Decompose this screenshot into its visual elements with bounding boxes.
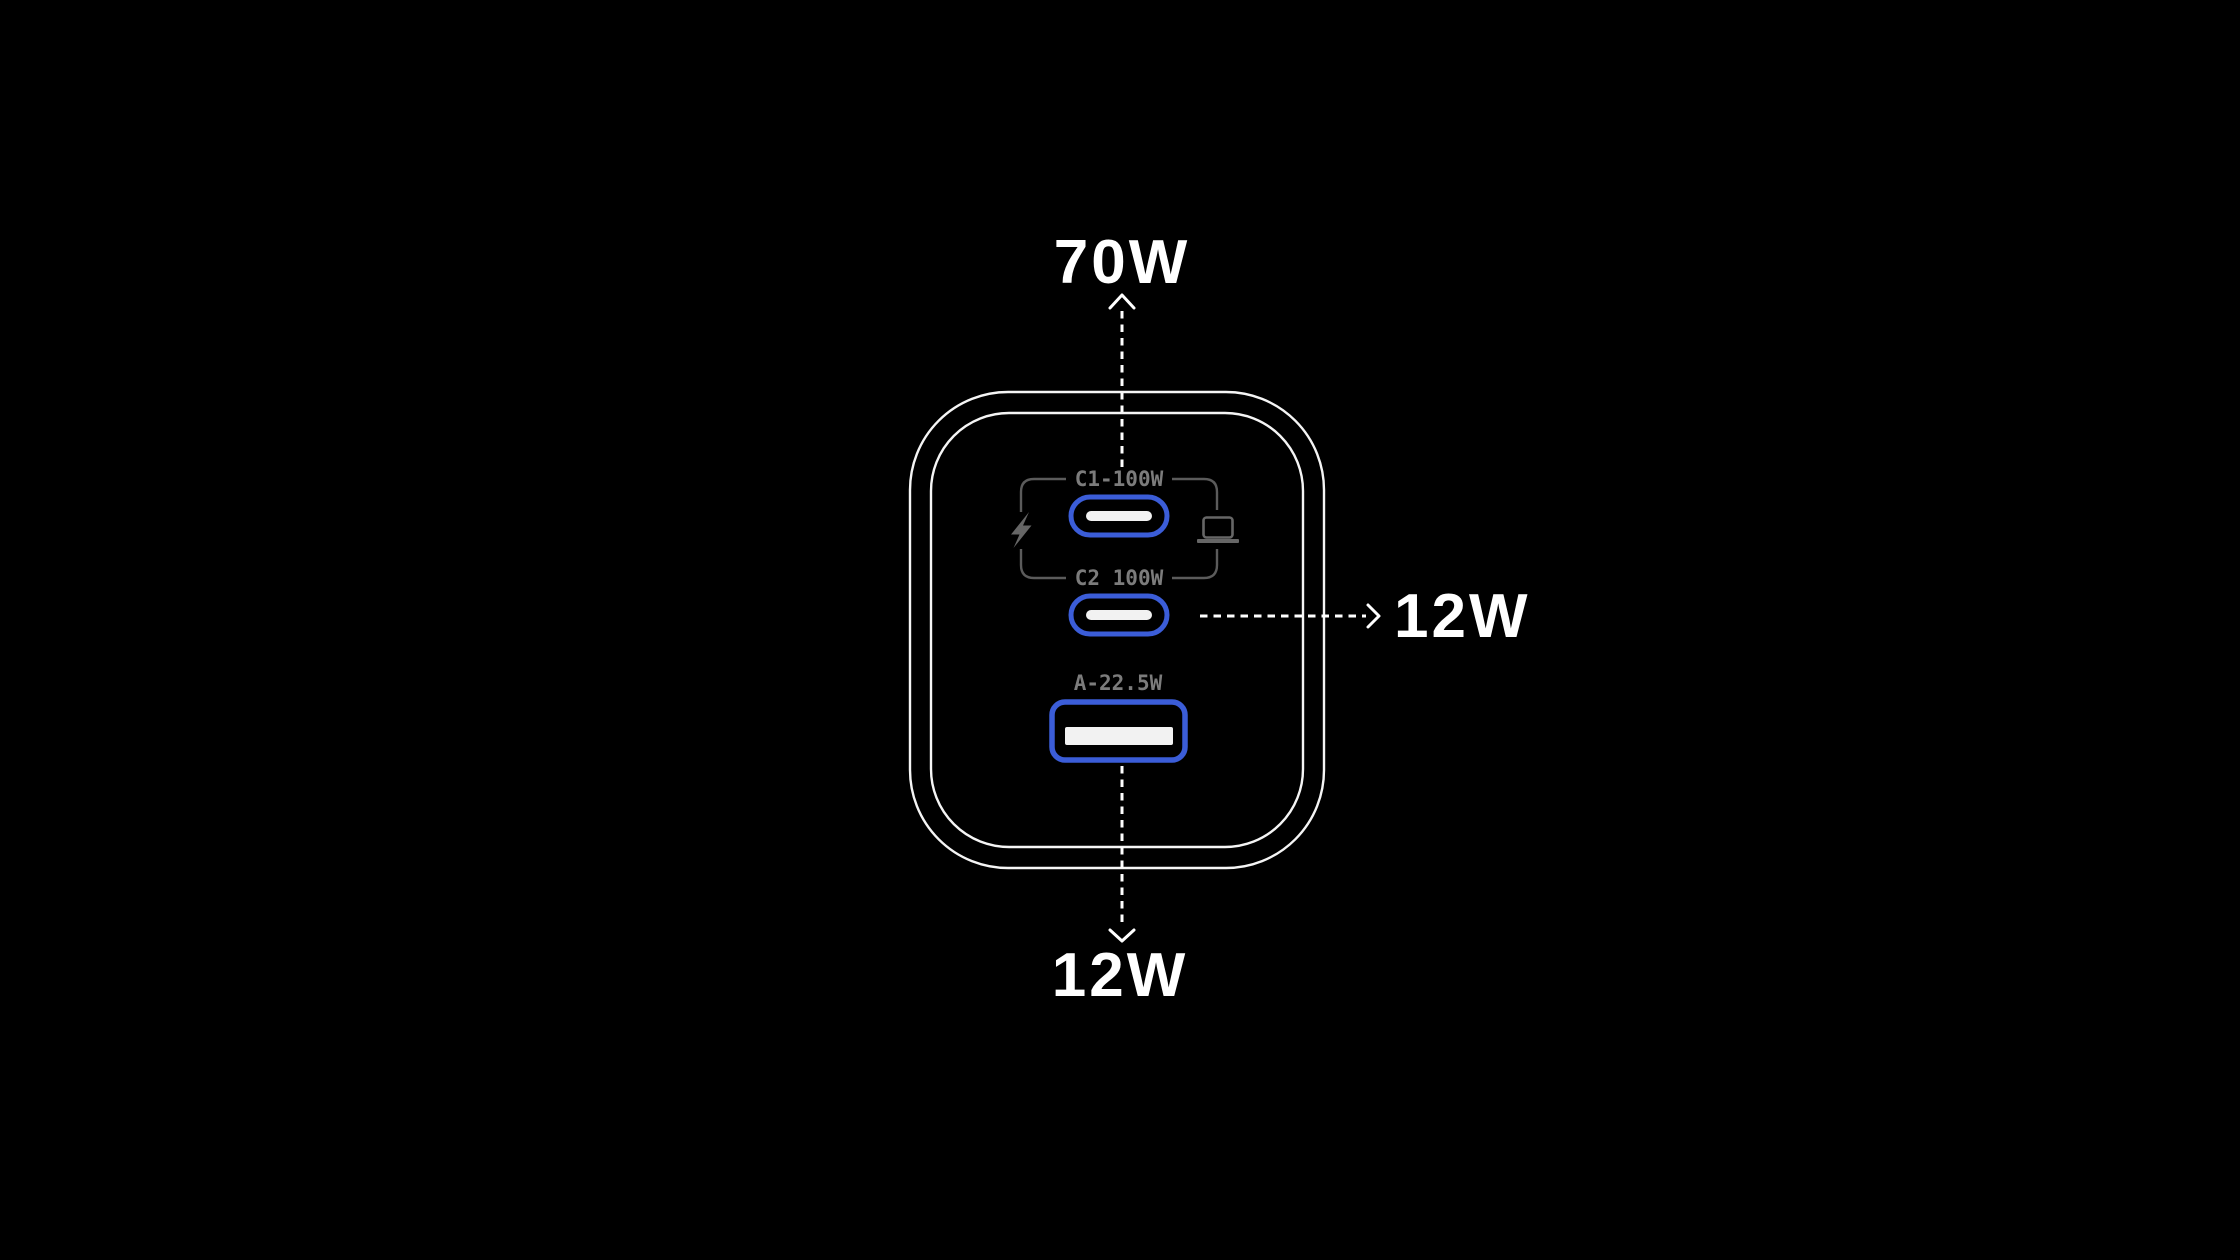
port-c2-label: C2 100W — [1075, 566, 1164, 590]
arrow-right-head-icon — [1366, 603, 1381, 629]
arrow-up-head-icon — [1108, 293, 1136, 310]
port-c1-label: C1-100W — [1075, 467, 1164, 491]
arrow-down-head-icon — [1108, 928, 1136, 943]
bracket-bottom-left — [1019, 549, 1066, 580]
top-wattage-label: 70W — [1054, 228, 1190, 297]
usb-c-port-c1-pin — [1086, 511, 1152, 521]
charger-inner-outline — [929, 411, 1305, 849]
lightning-bolt-icon — [1011, 512, 1032, 548]
laptop-icon-base — [1197, 539, 1239, 543]
bottom-wattage-label: 12W — [1052, 941, 1188, 1010]
bracket-top-left — [1019, 477, 1066, 512]
port-a-label: A-22.5W — [1074, 671, 1163, 695]
usb-a-port-tongue — [1065, 727, 1173, 745]
bracket-bottom-right — [1172, 549, 1219, 580]
right-wattage-label: 12W — [1394, 582, 1530, 651]
usb-c-port-c2-pin — [1086, 610, 1152, 620]
laptop-icon — [1202, 516, 1234, 539]
bracket-top-right — [1172, 477, 1219, 510]
charger-outer-outline — [908, 390, 1326, 870]
